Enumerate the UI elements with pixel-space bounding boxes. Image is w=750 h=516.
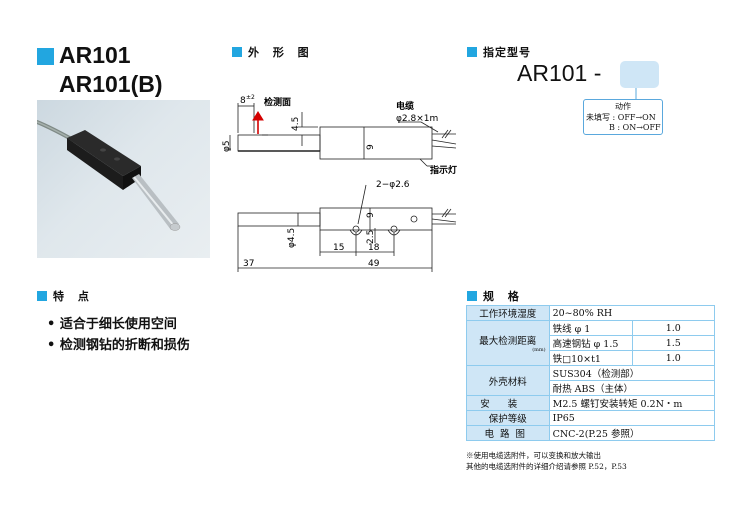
- cable-spec: φ2.8×1m: [396, 114, 438, 124]
- title-marker: [37, 48, 54, 65]
- model-code-prefix: AR101 -: [517, 60, 602, 86]
- section-specs-title: 规 格: [483, 290, 524, 303]
- holes-spec: 2−φ2.6: [376, 180, 410, 190]
- dim-37: 37: [243, 259, 254, 269]
- note-1: ※使用电缆选附件，可以变换和放大输出: [466, 451, 601, 460]
- dist-value-1: 1.0: [631, 320, 715, 336]
- section-marker: [232, 47, 242, 57]
- dist-item-1: 铁线 φ 1: [548, 320, 633, 336]
- model-title-1: AR101: [59, 42, 131, 68]
- dist-item-2: 高速钢钻 φ 1.5: [548, 335, 633, 351]
- distance-unit: (mm): [532, 347, 546, 353]
- circuit-label: 电路图: [484, 429, 532, 440]
- sensing-face-label: 检测面: [264, 96, 291, 108]
- section-model-title: 指定型号: [483, 46, 531, 59]
- distance-label: 最大检测距离: [479, 336, 537, 347]
- table-row: 铁□10×t1 1.0: [467, 350, 715, 366]
- section-marker: [37, 291, 47, 301]
- table-row: 高速钢钻 φ 1.5 1.5: [467, 335, 715, 351]
- sensing-arrow-icon: [252, 111, 264, 134]
- section-marker: [467, 291, 477, 301]
- table-row: 电路图 CNC-2(P.25 参照）: [466, 425, 716, 441]
- table-row: 外壳材料 SUS304（检测部）: [466, 365, 716, 396]
- mount-label: 安装: [480, 399, 536, 410]
- table-row: 最大检测距离 (mm) 铁线 φ 1 1.0: [466, 320, 715, 366]
- section-features: 特 点: [37, 288, 94, 304]
- dim-2-5: 2.5: [366, 230, 376, 244]
- sensor-illustration: [37, 120, 181, 231]
- legend-line-1: 未填写 : OFF→ON: [586, 113, 656, 122]
- protect-value: IP65: [548, 410, 716, 426]
- sensor-body-side: [319, 126, 433, 160]
- cable-label: 电缆: [396, 100, 414, 112]
- dim-4-5-top: 4.5: [291, 117, 301, 131]
- dist-value-2: 1.5: [631, 335, 715, 351]
- spec-table: 工作环境湿度 20~80% RH 最大检测距离 (mm) 铁线 φ 1 1.0 …: [466, 305, 716, 441]
- section-specs: 规 格: [467, 288, 524, 304]
- circuit-label-cell: 电路图: [466, 425, 550, 441]
- dim-9b: 9: [366, 212, 376, 218]
- table-row: 保护等级 IP65: [466, 410, 716, 426]
- product-photo: [37, 100, 210, 258]
- dim-phi5: φ5: [222, 140, 232, 152]
- sensor-pin-bottom: [237, 212, 321, 227]
- legend-connector: [635, 88, 637, 99]
- housing-label: 外壳材料: [466, 365, 550, 396]
- section-marker: [467, 47, 477, 57]
- housing-value-1: SUS304（检测部）: [548, 365, 716, 381]
- section-features-title: 特 点: [53, 290, 94, 303]
- dim-9: 9: [366, 144, 376, 150]
- indicator-label: 指示灯: [430, 164, 457, 176]
- dim-8: 8: [240, 96, 246, 106]
- circuit-value: CNC-2(P.25 参照）: [548, 425, 716, 441]
- table-row: 安装 M2.5 螺钉安装转矩 0.2N・m: [466, 395, 716, 411]
- model-title-2: AR101(B): [59, 71, 163, 97]
- section-model: 指定型号: [467, 44, 531, 60]
- section-outline: 外 形 图: [232, 44, 314, 60]
- feature-2: • 检测钢钻的折断和损伤: [47, 338, 190, 353]
- table-row: 工作环境湿度 20~80% RH: [466, 305, 716, 321]
- dim-8-tol: ±2: [246, 94, 255, 101]
- model-code-box: [620, 61, 659, 88]
- dist-item-3: 铁□10×t1: [548, 350, 633, 366]
- mount-value: M2.5 螺钉安装转矩 0.2N・m: [548, 395, 716, 411]
- note-2: 其他的电缆选附件的详细介绍请参照 P.52，P.53: [466, 462, 627, 471]
- sensor-pin-side: [237, 134, 321, 152]
- legend-title: 动作: [615, 102, 631, 111]
- protect-label: 保护等级: [466, 410, 550, 426]
- legend-line-2: B : ON→OFF: [609, 123, 661, 132]
- dist-value-3: 1.0: [631, 350, 715, 366]
- dim-phi4-5: φ4.5: [287, 228, 297, 248]
- outline-drawing: 8 ±2 检测面 4.5 φ5 9 电缆 φ2.8×1m 指示灯 2−φ2.6 …: [222, 94, 457, 272]
- humidity-value: 20~80% RH: [548, 305, 716, 321]
- section-outline-title: 外 形 图: [248, 46, 314, 59]
- distance-label-cell: 最大检测距离 (mm): [466, 320, 550, 366]
- action-legend: 动作 未填写 : OFF→ON B : ON→OFF: [583, 99, 663, 135]
- sensor-body-bottom: [319, 207, 433, 231]
- dim-49: 49: [368, 259, 380, 269]
- dim-18: 18: [368, 243, 380, 253]
- housing-value-2: 耐热 ABS（主体）: [548, 380, 716, 396]
- humidity-label: 工作环境湿度: [466, 305, 550, 321]
- mount-label-cell: 安装: [466, 395, 550, 411]
- feature-1: • 适合于细长使用空间: [47, 317, 177, 332]
- dim-15: 15: [333, 243, 344, 253]
